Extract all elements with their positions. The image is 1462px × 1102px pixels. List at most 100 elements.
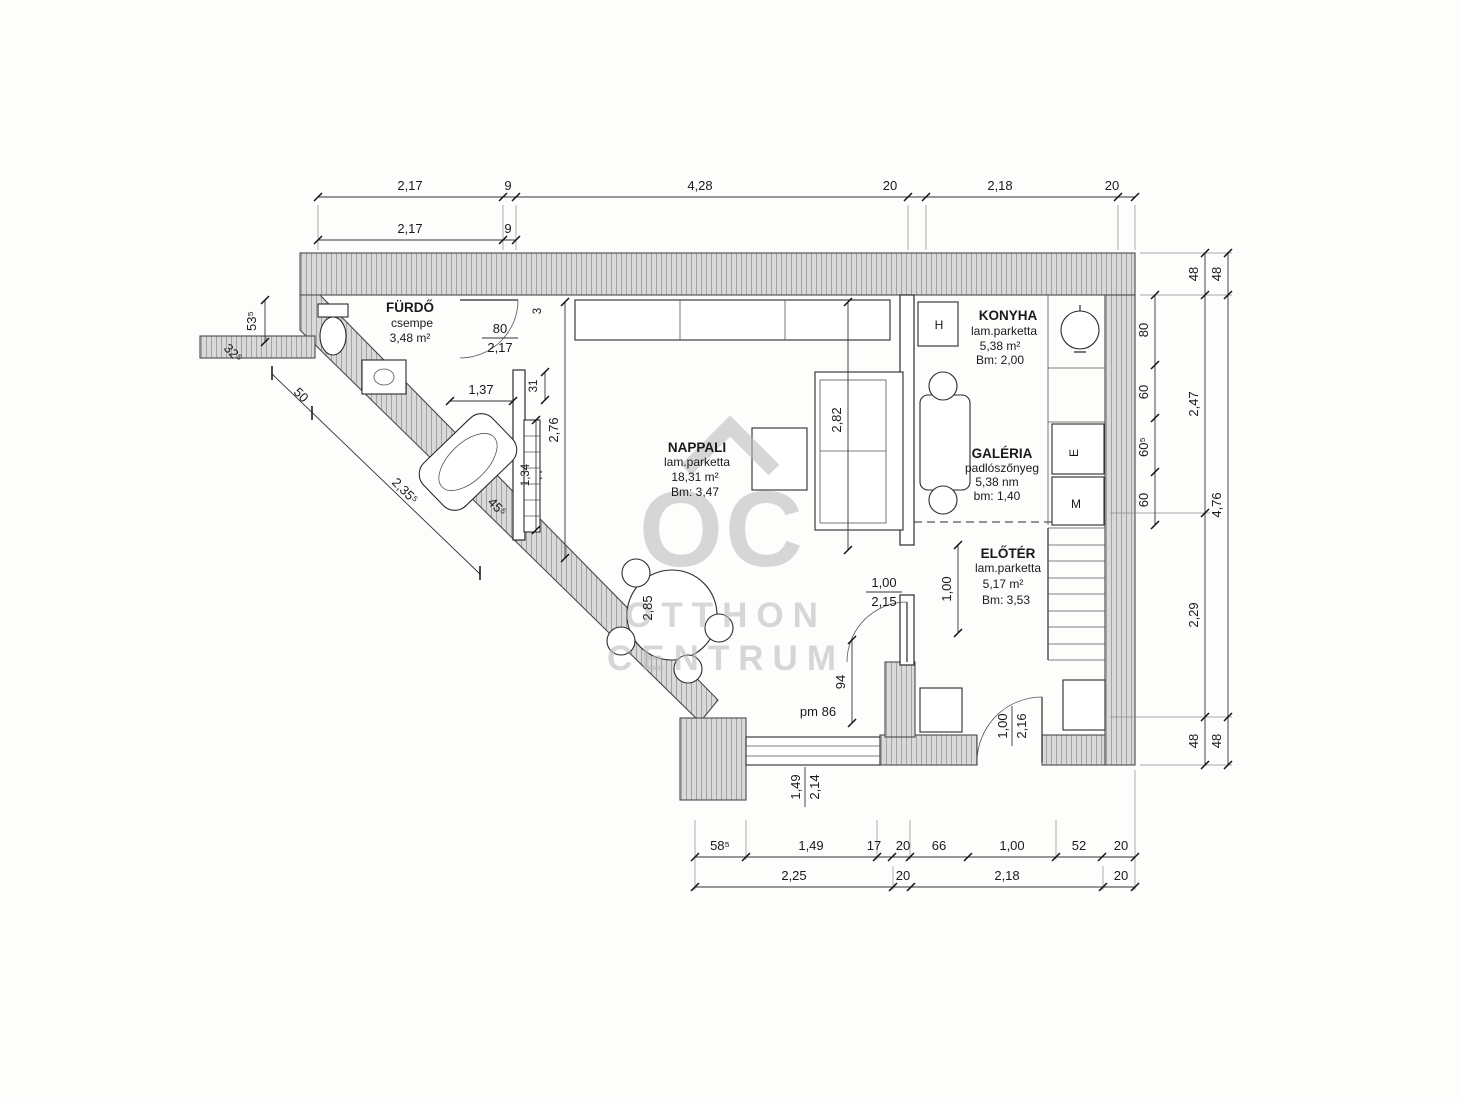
svg-text:2,18: 2,18 [994,868,1019,883]
svg-text:52: 52 [1072,838,1086,853]
dining-table [606,558,734,684]
dim-ticks [313,192,1140,202]
dim-ticks [540,367,550,405]
wall-top [299,252,1136,296]
svg-text:5,38 nm: 5,38 nm [975,475,1018,489]
dim-chain-bottom1: 58⁵ 1,49 17 20 66 1,00 52 20 [690,838,1140,862]
svg-text:48: 48 [1209,734,1224,748]
dim-ticks [1200,248,1210,770]
svg-text:2,17: 2,17 [397,221,422,236]
label-pm86: pm 86 [800,704,836,719]
svg-text:lam.parketta: lam.parketta [975,561,1041,575]
dim-chain-right-inner: 80 60 60⁵ 60 [1136,290,1160,530]
hob-unit [917,301,959,347]
room-labels: FÜRDŐ csempe 3,48 m² NAPPALI lam.parkett… [386,300,1081,719]
fridge-unit [1051,423,1105,475]
sofa [814,371,904,531]
svg-text:2,25: 2,25 [781,868,806,883]
wall-right [1104,294,1136,766]
kitchen-fixtures [917,295,1106,733]
extension-lines [317,205,1232,890]
dim-ticks [847,635,857,728]
room-label-eloter: ELŐTÉR lam.parketta 5,17 m² Bm: 3,53 [975,546,1041,607]
svg-text:lam.parketta: lam.parketta [664,455,730,469]
svg-text:9: 9 [504,178,511,193]
watermark-roof-icon [680,415,780,476]
dim-ticks [690,882,1140,892]
svg-text:60: 60 [1136,493,1151,507]
svg-text:20: 20 [896,838,910,853]
svg-text:1,49: 1,49 [798,838,823,853]
bathtub [418,413,518,511]
kitchen-sink-icon [1060,305,1100,353]
watermark-line1: OTTHON [625,596,827,635]
svg-text:bm: 1,40: bm: 1,40 [974,489,1021,503]
dim-fraction-bath-door: 80 2,17 [482,321,518,355]
svg-text:18,31 m²: 18,31 m² [671,470,718,484]
dim-chain-right-outer: 48 4,76 48 [1209,248,1233,770]
svg-text:20: 20 [1114,868,1128,883]
svg-text:1,00: 1,00 [871,575,896,590]
svg-text:KONYHA: KONYHA [979,308,1038,323]
svg-text:66: 66 [932,838,946,853]
svg-text:2,17: 2,17 [397,178,422,193]
svg-text:Bm: 2,00: Bm: 2,00 [976,353,1024,367]
watermark-line2: CENTRUM [607,639,845,678]
svg-text:17: 17 [867,838,881,853]
kitchen-table [919,371,971,515]
svg-text:80: 80 [493,321,507,336]
wall-eloter-bottom [884,661,916,738]
dim-ticks [1150,290,1160,530]
svg-text:1,00: 1,00 [999,838,1024,853]
svg-text:20: 20 [896,868,910,883]
stairs [1047,527,1105,661]
svg-text:FÜRDŐ: FÜRDŐ [386,300,434,315]
dim-chain-top1: 2,17 9 4,28 20 2,18 20 [313,178,1140,202]
svg-text:2,29: 2,29 [1186,602,1201,627]
chair-icon [928,485,958,515]
toilet-tank [317,303,349,318]
appliance-label-e: E [1067,449,1081,457]
svg-text:3: 3 [532,308,544,314]
svg-text:ELŐTÉR: ELŐTÉR [981,546,1036,561]
dim-interior: 1,37 31 2,76 3 2,82 1,00 94 2,85 1,34 [445,297,963,728]
svg-text:1,00: 1,00 [995,713,1010,738]
room-label-furdo: FÜRDŐ csempe 3,48 m² [386,300,434,345]
svg-text:48: 48 [1209,267,1224,281]
wall-left-stub [199,335,316,359]
appliance-label-h: H [935,318,944,332]
sink-basin-icon [373,368,395,386]
svg-text:2,15: 2,15 [871,594,896,609]
chair-icon [928,371,958,401]
svg-text:Bm: 3,47: Bm: 3,47 [671,485,719,499]
room-label-nappali: NAPPALI lam.parketta 18,31 m² Bm: 3,47 [664,440,730,499]
svg-text:20: 20 [1114,838,1128,853]
svg-text:1,37: 1,37 [468,382,493,397]
svg-text:2,47: 2,47 [1186,391,1201,416]
svg-text:1,00: 1,00 [939,576,954,601]
dim-ticks [271,366,481,580]
chair-icon [673,654,703,684]
room-label-galeria: GALÉRIA padlószőnyeg 5,38 nm bm: 1,40 [965,446,1039,503]
svg-text:2,17: 2,17 [487,340,512,355]
dim-ticks [953,540,963,638]
svg-text:2,16: 2,16 [1014,713,1029,738]
door-entrance [976,696,1043,763]
wardrobe [574,299,891,341]
toilet-icon [319,316,347,356]
dim-fraction-passage: 1,00 2,15 [866,575,902,609]
svg-text:GALÉRIA: GALÉRIA [972,446,1033,461]
dim-ticks [1223,248,1233,770]
sink [361,359,407,395]
eloter-cabinet [1062,679,1106,731]
chair-icon [704,613,734,643]
svg-text:53⁵: 53⁵ [244,311,259,331]
svg-text:50: 50 [291,384,312,405]
svg-text:csempe: csempe [391,316,433,330]
svg-text:lam.parketta: lam.parketta [971,324,1037,338]
svg-text:Bm: 3,53: Bm: 3,53 [982,593,1030,607]
dim-ticks [843,297,853,555]
svg-text:padlószőnyeg: padlószőnyeg [965,461,1039,475]
svg-text:20: 20 [883,178,897,193]
